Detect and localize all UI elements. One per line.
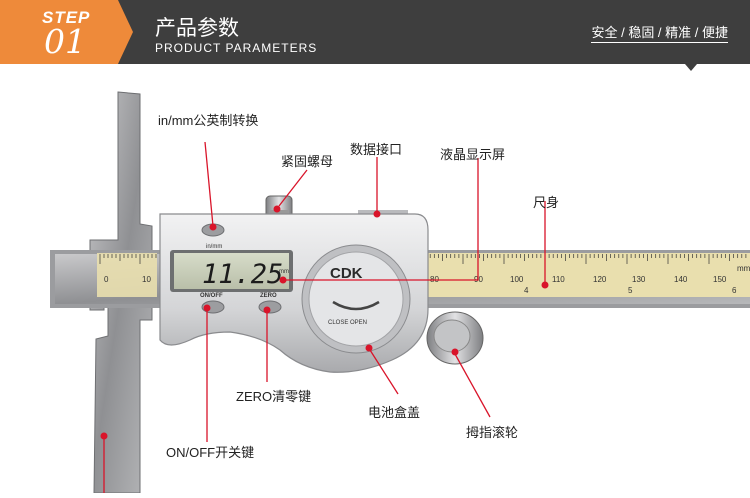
callout-power-key: ON/OFF开关键 [166, 445, 255, 460]
scale-bottom-4: 4 [524, 286, 529, 295]
cover-close-open: CLOSE OPEN [328, 320, 367, 326]
callout-lines [103, 141, 546, 493]
scale-label-100: 100 [510, 275, 524, 284]
step-badge: STEP 01 [0, 0, 133, 64]
callout-zero-key: ZERO清零键 [236, 389, 312, 404]
ruler-tape-left [97, 253, 157, 297]
callout-unit-switch: in/mm公英制转换 [158, 113, 259, 128]
section-title-cn: 产品参数 [155, 17, 239, 40]
scale-label-10: 10 [142, 275, 151, 284]
product-illustration: 0 10 80 90 100 110 120 130 140 150 mm 4 … [0, 64, 750, 494]
scale-label-0: 0 [104, 275, 109, 284]
lcd-reading: 11.25 [202, 259, 283, 290]
ruler-tape [420, 253, 750, 297]
lcd-screen [174, 253, 289, 289]
ruler-ticks [99, 254, 747, 264]
section-title-en: PRODUCT PARAMETERS [155, 41, 318, 55]
tagline: 安全 / 稳固 / 精准 / 便捷 [591, 22, 728, 43]
in-mm-label: in/mm [206, 244, 222, 250]
caliper-drawing: 0 10 80 90 100 110 120 130 140 150 mm 4 … [50, 91, 750, 494]
scale-label-150: 150 [713, 275, 727, 284]
scale-label-130: 130 [632, 275, 646, 284]
brand-logo: CDK [330, 265, 363, 282]
scale-label-110: 110 [552, 275, 565, 284]
callout-thumb-wheel: 拇指滚轮 [466, 425, 519, 440]
scale-label-120: 120 [593, 275, 607, 284]
callout-data-port: 数据接口 [350, 142, 403, 157]
callout-ruler-body: 尺身 [533, 195, 560, 210]
step-number: 01 [44, 22, 86, 61]
step-word: STEP [42, 8, 91, 27]
scale-bottom-6: 6 [732, 286, 737, 295]
callout-dots [100, 205, 549, 440]
thumb-wheel[interactable] [426, 311, 484, 365]
scale-label-90: 90 [474, 275, 483, 284]
callout-battery-cover: 电池盒盖 [368, 405, 421, 420]
lcd-unit: mm [279, 269, 289, 275]
header-bar: STEP 01 产品参数 PRODUCT PARAMETERS 安全 / 稳固 … [0, 0, 750, 64]
ruler-unit: mm [737, 264, 750, 273]
scale-bottom-5: 5 [628, 286, 633, 295]
header-notch [685, 64, 697, 71]
zero-label: ZERO [260, 293, 277, 299]
scale-label-140: 140 [674, 275, 688, 284]
onoff-label: ON/OFF [200, 293, 223, 299]
callout-lcd: 液晶显示屏 [440, 147, 506, 162]
callout-lock-nut: 紧固螺母 [281, 154, 334, 169]
